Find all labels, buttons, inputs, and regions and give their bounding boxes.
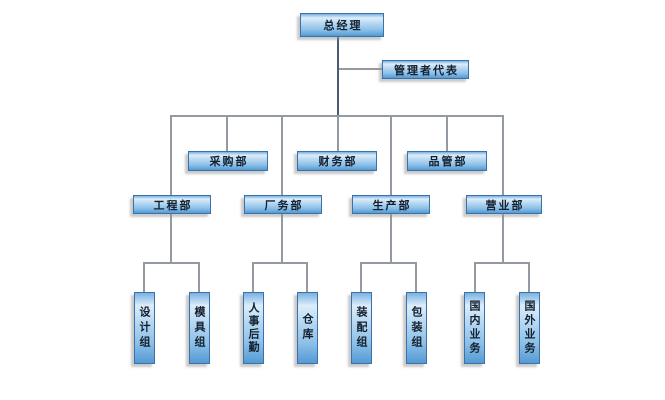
connector-drop-domestic	[474, 262, 476, 292]
node-design-group-label: 设计组	[138, 305, 151, 351]
node-sales-dept: 营业部	[466, 195, 542, 214]
node-sales-dept-label: 营业部	[485, 198, 525, 212]
connector-engineering-bus	[143, 262, 200, 264]
connector-drop-warehouse	[306, 262, 308, 292]
node-factory-affairs-dept: 厂务部	[244, 195, 322, 214]
node-management-representative: 管理者代表	[382, 60, 469, 79]
node-domestic-business-group: 国内业务	[464, 292, 485, 364]
node-quality-dept-label: 品管部	[428, 155, 468, 168]
connector-drop-overseas	[528, 262, 530, 292]
connector-drop-packing	[415, 262, 417, 292]
node-mold-group: 模具组	[189, 292, 210, 364]
node-quality-dept: 品管部	[407, 151, 487, 171]
node-finance-dept: 财务部	[297, 151, 377, 171]
node-design-group: 设计组	[134, 292, 155, 364]
node-hr-logistics-group: 人事后勤	[243, 292, 264, 364]
node-general-manager-label: 总经理	[323, 19, 363, 32]
node-general-manager: 总经理	[300, 13, 384, 37]
connector-drop-mold	[198, 262, 200, 292]
node-hr-logistics-group-label: 人事后勤	[247, 302, 260, 354]
node-purchasing-dept-label: 采购部	[209, 155, 249, 168]
node-engineering-dept-label: 工程部	[153, 198, 193, 212]
connector-drop-engineering	[170, 115, 172, 264]
node-assembly-group: 装配组	[351, 292, 372, 364]
node-packing-group-label: 包装组	[410, 305, 423, 351]
node-engineering-dept: 工程部	[133, 195, 211, 214]
connector-drop-production	[390, 115, 392, 264]
connector-drop-sales	[502, 115, 504, 264]
node-overseas-business-group: 国外业务	[519, 292, 540, 364]
connector-factory-bus	[252, 262, 308, 264]
node-factory-affairs-dept-label: 厂务部	[264, 198, 304, 212]
node-management-representative-label: 管理者代表	[394, 63, 459, 77]
node-overseas-business-group-label: 国外业务	[523, 300, 536, 356]
connector-gm-trunk	[337, 36, 339, 116]
connector-drop-purchasing	[226, 115, 228, 152]
connector-drop-quality	[446, 115, 448, 152]
node-mold-group-label: 模具组	[193, 305, 206, 351]
node-production-dept-label: 生产部	[372, 198, 412, 212]
connector-mgmt-rep-branch	[339, 68, 383, 70]
node-assembly-group-label: 装配组	[355, 305, 368, 351]
connector-drop-hr-logistics	[252, 262, 254, 292]
connector-drop-factory-affairs	[281, 115, 283, 264]
node-warehouse-group: 仓库	[297, 292, 318, 364]
node-purchasing-dept: 采购部	[188, 151, 268, 171]
node-domestic-business-group-label: 国内业务	[468, 300, 481, 356]
connector-sales-bus	[474, 262, 530, 264]
connector-drop-finance	[337, 115, 339, 152]
connector-drop-design	[143, 262, 145, 292]
node-production-dept: 生产部	[352, 195, 430, 214]
connector-production-bus	[360, 262, 417, 264]
node-packing-group: 包装组	[406, 292, 427, 364]
connector-drop-assembly	[360, 262, 362, 292]
node-warehouse-group-label: 仓库	[301, 313, 314, 343]
node-finance-dept-label: 财务部	[318, 155, 358, 168]
